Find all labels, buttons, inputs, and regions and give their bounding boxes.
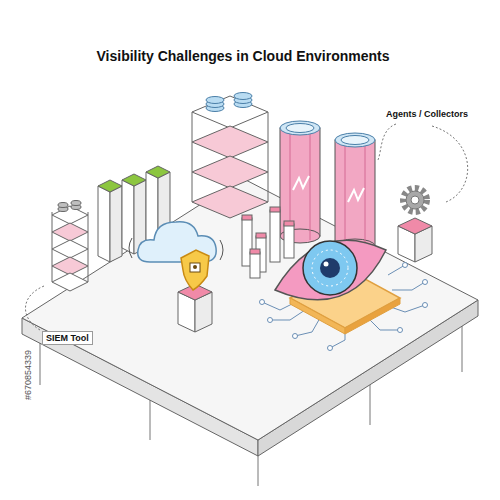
watermark-id: #670854339 [23, 350, 33, 400]
eye-chip [260, 240, 428, 350]
leader-line [25, 286, 44, 330]
shield-icon [178, 250, 212, 332]
callout-label: Agents / Collectors [383, 108, 471, 120]
leader-line [432, 126, 468, 202]
storage-shelf [192, 93, 268, 219]
bar-blocks [242, 207, 294, 278]
platform-top [22, 178, 478, 440]
leader-line [378, 124, 396, 160]
diagram-title: Visibility Challenges in Cloud Environme… [96, 48, 389, 64]
callout-label: SIEM Tool [42, 331, 93, 345]
gear-icon [398, 188, 432, 262]
server-rack [52, 201, 88, 292]
